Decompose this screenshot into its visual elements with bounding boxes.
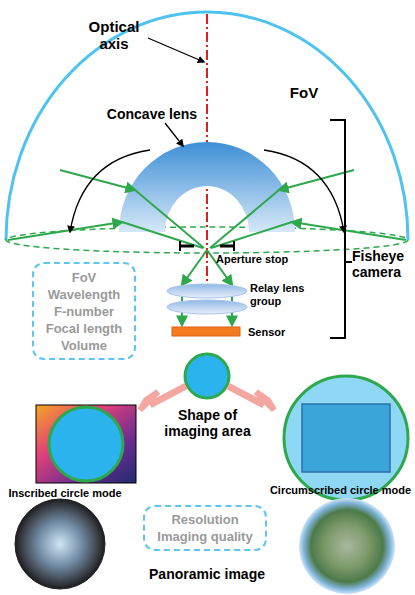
sensor-label: Sensor bbox=[248, 326, 308, 339]
sensor-rect bbox=[172, 327, 240, 336]
node-text: FoV bbox=[72, 269, 97, 286]
inscribed-circle bbox=[49, 407, 123, 481]
mode-label: Inscribed circle mode bbox=[0, 487, 130, 500]
lens-label: Concave lens bbox=[92, 106, 212, 122]
circumscribed-circle bbox=[284, 376, 408, 500]
relay-label: Relay lens group bbox=[250, 282, 320, 307]
imaging-circle bbox=[185, 354, 229, 398]
sensor-area bbox=[36, 405, 136, 483]
aperture-stop bbox=[180, 241, 234, 251]
panorama-label: Panoramic image bbox=[128, 566, 286, 582]
pink-arrow-head bbox=[256, 392, 274, 410]
node-text: Wavelength bbox=[48, 286, 120, 303]
bracket bbox=[330, 120, 352, 338]
fov-arc bbox=[70, 150, 150, 232]
shape-label: Shape of imaging area bbox=[150, 407, 265, 439]
node-text: Imaging quality bbox=[157, 528, 252, 545]
pink-arrow-head bbox=[140, 392, 158, 410]
node-text: F-number bbox=[54, 303, 114, 320]
stop-label: Aperture stop bbox=[216, 253, 311, 266]
photo-bg bbox=[14, 498, 106, 590]
node-text: Focal length bbox=[46, 320, 123, 337]
axis-label: Optical axis bbox=[78, 18, 150, 53]
leader-line bbox=[148, 38, 204, 62]
leader-line bbox=[165, 123, 183, 146]
fov-label: FoV bbox=[282, 84, 326, 101]
fov-arc bbox=[264, 150, 344, 232]
parameter-box: FoVWavelengthF-numberFocal lengthVolume bbox=[32, 262, 136, 360]
relay-lens bbox=[167, 300, 247, 314]
light-rays bbox=[8, 170, 406, 325]
inscribed-photo bbox=[15, 499, 105, 589]
concave-lens bbox=[119, 142, 295, 232]
circumscribed-photo bbox=[299, 498, 395, 594]
node-text: Resolution bbox=[171, 511, 238, 528]
mode-label: Circumscribed circle mode bbox=[266, 484, 415, 497]
camera-label: Fisheye camera bbox=[352, 248, 414, 280]
quality-box: ResolutionImaging quality bbox=[143, 505, 267, 551]
sensor-area bbox=[302, 404, 390, 472]
relay-lens bbox=[167, 284, 247, 298]
node-text: Volume bbox=[61, 337, 107, 354]
